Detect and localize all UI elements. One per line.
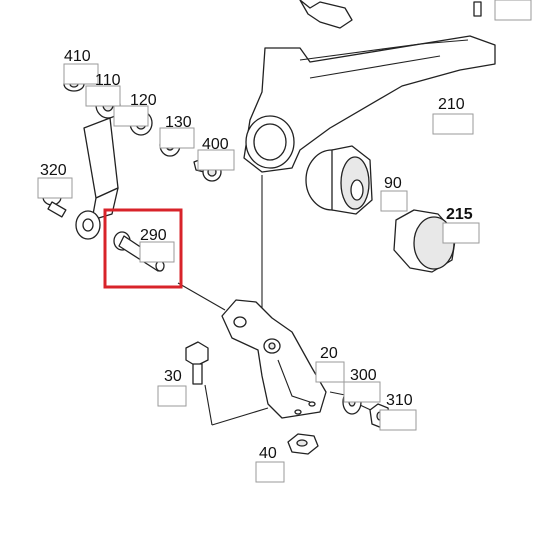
callout-300: 300 [350, 367, 377, 384]
top-bracket-part [299, 0, 532, 29]
callout-110: 110 [95, 72, 121, 89]
part-20-bracket [221, 299, 327, 419]
callout-320: 320 [40, 162, 67, 179]
callout-90: 90 [384, 175, 402, 192]
callout-20: 20 [320, 345, 338, 362]
leader-lines [177, 175, 376, 426]
part-90-bushing [305, 145, 373, 215]
part-210-frame [243, 35, 496, 173]
highlight-frame-290 [103, 208, 183, 289]
callout-210: 210 [438, 96, 465, 113]
callout-40: 40 [259, 445, 277, 462]
callout-215: 215 [446, 206, 473, 223]
callout-400: 400 [202, 136, 229, 153]
callout-120: 120 [130, 92, 157, 109]
callout-290: 290 [140, 227, 167, 244]
callout-boxes [37, 63, 480, 483]
callout-310: 310 [386, 392, 413, 409]
callout-labels: 410 110 120 130 400 320 290 210 90 215 2… [40, 48, 473, 462]
callout-410: 410 [64, 48, 91, 65]
part-40-nut [287, 433, 319, 455]
shock-absorber [75, 91, 121, 240]
callout-130: 130 [165, 114, 192, 131]
callout-30: 30 [164, 368, 182, 385]
part-30-bolt [185, 341, 209, 385]
